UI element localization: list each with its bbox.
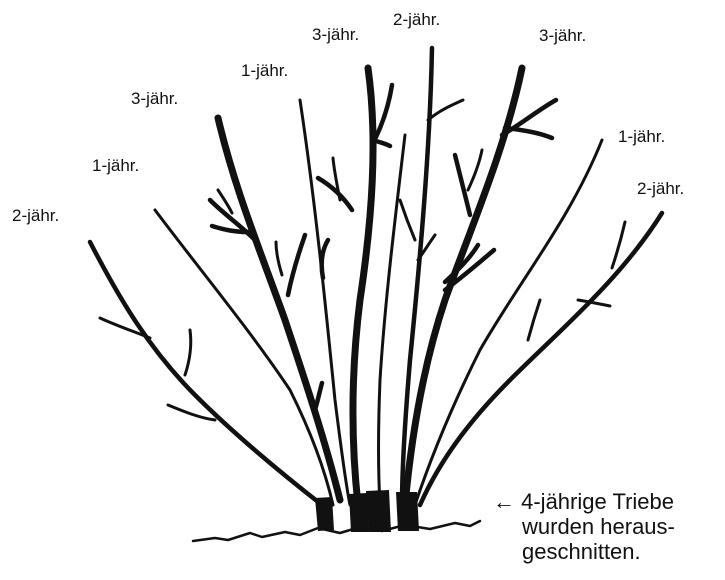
note-line-2: wurden heraus- <box>493 514 675 539</box>
branch <box>468 150 482 190</box>
shoot-mid-slim <box>379 135 406 505</box>
label-left-1yr: 1-jähr. <box>92 157 139 174</box>
branch <box>455 155 470 215</box>
label-right-1yr: 1-jähr. <box>618 128 665 145</box>
label-mid-3yr: 3-jähr. <box>312 26 359 43</box>
branch <box>612 222 625 268</box>
cut-stub <box>396 492 419 531</box>
pruning-note: ← 4-jährige Triebe wurden heraus- geschn… <box>493 489 675 564</box>
branch <box>315 383 322 410</box>
branch <box>528 300 540 340</box>
label-left-3yr: 3-jähr. <box>131 90 178 107</box>
cut-stub <box>366 490 391 532</box>
left-arrow-icon: ← <box>493 489 515 514</box>
shoot-right-2yr <box>420 213 662 505</box>
label-left-2yr: 2-jähr. <box>12 207 59 224</box>
cut-stub <box>315 497 334 531</box>
branch <box>318 178 352 210</box>
note-line-3: geschnitten. <box>493 539 675 564</box>
branch <box>322 240 328 278</box>
shoot-top-2yr <box>402 48 432 505</box>
label-right-3yr: 3-jähr. <box>539 27 586 44</box>
branch <box>428 100 463 120</box>
branch <box>505 128 552 138</box>
ground-line <box>193 521 480 541</box>
shoot-mid-3yr <box>353 68 373 505</box>
branch <box>400 200 415 240</box>
branch <box>276 242 282 275</box>
label-top-2yr: 2-jähr. <box>393 11 440 28</box>
branch <box>578 300 610 306</box>
label-mid-1yr: 1-jähr. <box>241 62 288 79</box>
label-right-2yr: 2-jähr. <box>637 180 684 197</box>
shoot-left-3yr <box>218 118 340 500</box>
cut-stub <box>349 493 369 532</box>
note-line-1: 4-jährige Triebe <box>521 489 674 514</box>
shoot-left-1yr <box>155 210 333 505</box>
branch <box>288 235 305 295</box>
shoot-right-1yr <box>415 140 602 505</box>
shoot-left-2yr <box>90 242 322 505</box>
branch <box>185 330 191 375</box>
